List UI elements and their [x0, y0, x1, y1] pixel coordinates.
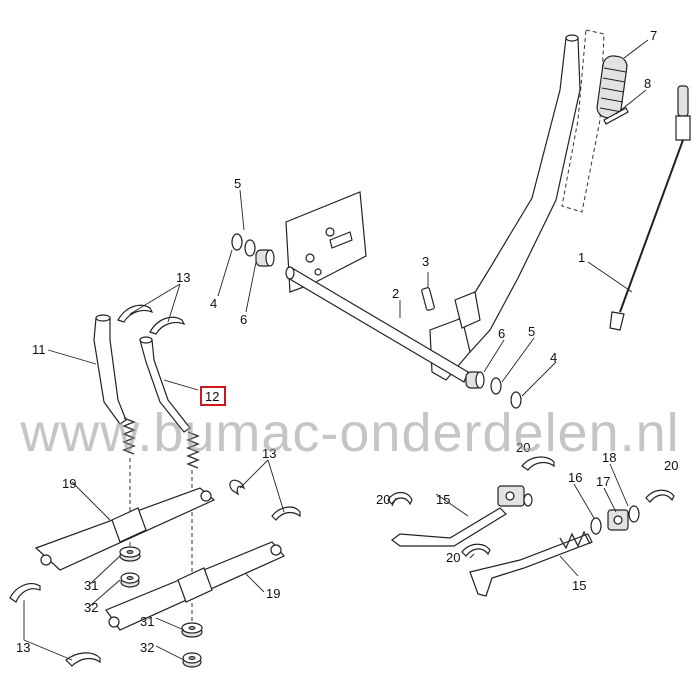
- hairpin-clip: [271, 506, 301, 521]
- callout-32: 32: [140, 640, 154, 655]
- callout-labels: 1 2 3 4 4 5 5 6 6 7 8 11 12 13 13 13 15 …: [16, 28, 678, 655]
- hex-nut: [182, 652, 202, 668]
- leader-lines: [23, 39, 649, 661]
- callout-20: 20: [446, 550, 460, 565]
- callout-3: 3: [422, 254, 429, 269]
- callout-2: 2: [392, 286, 399, 301]
- callout-17: 17: [596, 474, 610, 489]
- flat-washer: [490, 377, 502, 395]
- highlighted-part-box: [200, 386, 226, 406]
- grip-outline: [561, 29, 605, 213]
- callout-4: 4: [550, 350, 557, 365]
- lift-rod-left: [93, 314, 136, 455]
- cross-pin: [421, 287, 435, 311]
- callout-13: 13: [176, 270, 190, 285]
- adjust-rod-upper: [391, 485, 533, 547]
- e-clip: [510, 391, 522, 409]
- callout-13: 13: [262, 446, 276, 461]
- callout-11: 11: [32, 342, 46, 357]
- jam-nut: [628, 505, 640, 523]
- flat-washer: [590, 517, 602, 535]
- callout-7: 7: [650, 28, 657, 43]
- hairpin-clip: [9, 583, 41, 603]
- adjust-rod-lower: [469, 530, 593, 597]
- bushing: [255, 249, 275, 267]
- callout-15: 15: [436, 492, 450, 507]
- trunnion: [607, 509, 629, 531]
- callout-12: 12: [205, 389, 219, 404]
- callout-5: 5: [528, 324, 535, 339]
- callout-20: 20: [516, 440, 530, 455]
- callout-31: 31: [84, 578, 98, 593]
- callout-18: 18: [602, 450, 616, 465]
- lift-link-upper: [34, 487, 216, 571]
- callout-19: 19: [266, 586, 280, 601]
- pivot-plate: [285, 191, 367, 293]
- hairpin-clip: [387, 491, 413, 506]
- e-clip: [231, 233, 243, 251]
- callout-4: 4: [210, 296, 217, 311]
- lift-link-lower: [105, 541, 285, 631]
- callout-20: 20: [664, 458, 678, 473]
- bushing: [465, 371, 485, 389]
- hairpin-clip: [117, 304, 154, 323]
- callout-6: 6: [240, 312, 247, 327]
- cross-shaft: [285, 266, 469, 383]
- hairpin-clip: [461, 543, 491, 557]
- hairpin-clip: [229, 479, 246, 496]
- callout-6: 6: [498, 326, 505, 341]
- callout-19: 19: [62, 476, 76, 491]
- hairpin-clip: [65, 652, 101, 667]
- callout-5: 5: [234, 176, 241, 191]
- callout-8: 8: [644, 76, 651, 91]
- spring-washer: [181, 622, 203, 638]
- flat-washer: [244, 239, 256, 257]
- callout-20: 20: [376, 492, 390, 507]
- callout-32: 32: [84, 600, 98, 615]
- callout-15: 15: [572, 578, 586, 593]
- hairpin-clip: [149, 316, 186, 335]
- callout-13: 13: [16, 640, 30, 655]
- hairpin-clip: [645, 489, 675, 503]
- callout-1: 1: [578, 250, 585, 265]
- handle-grip: [596, 55, 628, 119]
- height-adjust-cable: [609, 85, 691, 331]
- spring-washer: [119, 546, 141, 562]
- lift-rod-right: [139, 336, 200, 469]
- callout-31: 31: [140, 614, 154, 629]
- hairpin-clip: [521, 456, 555, 471]
- hex-nut: [120, 572, 140, 588]
- callout-16: 16: [568, 470, 582, 485]
